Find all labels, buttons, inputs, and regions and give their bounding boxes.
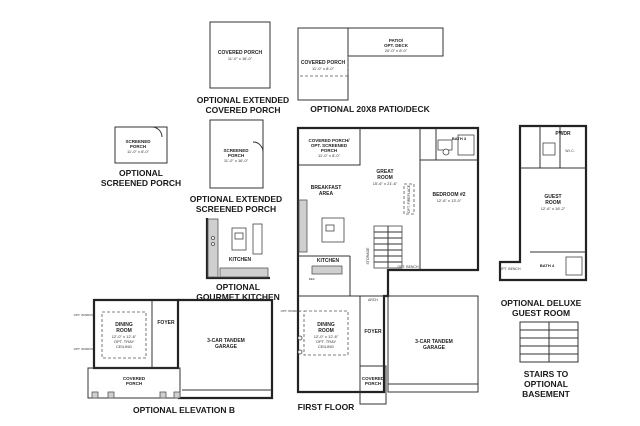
dining-main-dim-3: CEILING bbox=[318, 344, 334, 349]
pwdr-label: PWDR bbox=[555, 131, 571, 137]
caption-first-floor: FIRST FLOOR bbox=[298, 402, 355, 412]
bath4-label: BATH 4 bbox=[540, 263, 555, 268]
covered-porch-main-label-1: COVERED bbox=[362, 376, 385, 381]
arch-note: ARCH bbox=[368, 298, 378, 302]
dining-main-label-2: ROOM bbox=[318, 328, 334, 334]
covered-porch-opt-label-1: COVERED PORCH/ bbox=[308, 138, 350, 143]
wic-note: W.I.C. bbox=[565, 149, 575, 153]
dining-b-label-1: DINING bbox=[115, 322, 133, 328]
dining-main-dim-1: 12'-0" x 12'-6" bbox=[314, 334, 339, 339]
screened-porch-label-2: PORCH bbox=[130, 144, 146, 149]
dining-b-dim-3: CEILING bbox=[116, 344, 132, 349]
patio-covered-porch-dim: 11'-0" x 8'-0" bbox=[312, 66, 335, 71]
opt-window-note-b2: OPT. WINDOW bbox=[74, 347, 95, 351]
caption-gourmet-kitchen-1: OPTIONAL bbox=[216, 282, 260, 292]
patio-covered-porch-label: COVERED PORCH bbox=[301, 60, 346, 66]
covered-porch-opt-label-3: PORCH bbox=[321, 148, 337, 153]
ext-screened-porch-label-2: PORCH bbox=[228, 153, 244, 158]
garage-b-label-2: GARAGE bbox=[215, 344, 238, 350]
opt-bench-note: OPT. BENCH bbox=[397, 265, 418, 269]
elevation-b-plan: OPT. WINDOW OPT. WINDOW DINING ROOM 12'-… bbox=[74, 298, 274, 400]
caption-screened-porch-1: OPTIONAL bbox=[119, 168, 163, 178]
bedroom2-dim: 12'-6" x 13'-0" bbox=[437, 198, 462, 203]
screened-porch-dim: 11'-0" x 8'-0" bbox=[127, 149, 150, 154]
deluxe-guest-room-plan: PWDR W.I.C. GUEST ROOM 12'-6" x 16'-2" B… bbox=[498, 124, 588, 282]
guest-room-label-1: GUEST bbox=[544, 194, 561, 200]
opt-window-note-b1: OPT. WINDOW bbox=[74, 313, 95, 317]
breakfast-label-1: BREAKFAST bbox=[311, 185, 342, 191]
screened-porch-plan: SCREENED PORCH 11'-0" x 8'-0" bbox=[114, 126, 168, 164]
caption-deluxe-guest-2: GUEST ROOM bbox=[512, 308, 570, 318]
ref-note: REF. bbox=[309, 277, 316, 281]
garage-b-label-1: 3-CAR TANDEM bbox=[207, 338, 245, 344]
screened-porch-label-1: SCREENED bbox=[125, 139, 151, 144]
covered-porch-main-label-2: PORCH bbox=[365, 381, 381, 386]
patio-deck-label-1: PATIO/ bbox=[389, 38, 404, 43]
dining-b-label-2: ROOM bbox=[116, 328, 132, 334]
covered-porch-b-label-1: COVERED bbox=[123, 376, 146, 381]
opt-window-note-main: OPT. WINDOW bbox=[281, 309, 302, 313]
caption-screened-porch-2: SCREENED PORCH bbox=[101, 178, 181, 188]
dining-b-dim-2: OPT. TRAY bbox=[114, 339, 135, 344]
opt-fireplace-note: OPT. FIREPLACE bbox=[407, 184, 411, 213]
gourmet-kitchen-label: KITCHEN bbox=[229, 257, 252, 263]
great-room-dim: 15'-6" x 21'-6" bbox=[373, 181, 398, 186]
covered-porch-opt-dim: 11'-0" x 8'-0" bbox=[318, 153, 341, 158]
ext-screened-porch-plan: SCREENED PORCH 11'-0" x 16'-0" bbox=[209, 119, 264, 189]
dining-b-dim-1: 12'-0" x 12'-6" bbox=[112, 334, 137, 339]
foyer-b-label: FOYER bbox=[157, 320, 175, 326]
caption-ext-screened-porch-2: SCREENED PORCH bbox=[196, 204, 276, 214]
caption-stairs-2: OPTIONAL bbox=[524, 379, 568, 389]
basement-stairs-plan bbox=[519, 321, 579, 363]
guest-room-dim: 12'-6" x 16'-2" bbox=[541, 206, 566, 211]
covered-porch-opt-label-2: OPT. SCREENED bbox=[311, 143, 348, 148]
breakfast-label-2: AREA bbox=[319, 191, 334, 197]
kitchen-label: KITCHEN bbox=[317, 258, 340, 264]
dining-main-label-1: DINING bbox=[317, 322, 335, 328]
garage-main-label-1: 3-CAR TANDEM bbox=[415, 339, 453, 345]
caption-patio-deck: OPTIONAL 20X8 PATIO/DECK bbox=[310, 104, 430, 114]
covered-porch-b-label-2: PORCH bbox=[126, 381, 142, 386]
caption-stairs-1: STAIRS TO bbox=[524, 369, 569, 379]
ext-screened-porch-dim: 11'-0" x 16'-0" bbox=[224, 158, 249, 163]
great-room-label-2: ROOM bbox=[377, 175, 393, 181]
caption-deluxe-guest-1: OPTIONAL DELUXE bbox=[501, 298, 582, 308]
caption-ext-covered-porch-2: COVERED PORCH bbox=[205, 105, 280, 115]
foyer-main-label: FOYER bbox=[364, 329, 382, 335]
guest-room-label-2: ROOM bbox=[545, 200, 561, 206]
ext-screened-porch-label-1: SCREENED bbox=[223, 148, 249, 153]
patio-deck-dim: 20'-0" x 8'-0" bbox=[385, 48, 408, 53]
great-room-label-1: GREAT bbox=[376, 169, 393, 175]
ext-covered-porch-dim: 11'-0" x 16'-0" bbox=[228, 56, 253, 61]
bedroom2-label: BEDROOM #2 bbox=[432, 192, 465, 198]
storage-note: STORAGE bbox=[366, 247, 370, 265]
garage-main-label-2: GARAGE bbox=[423, 345, 446, 351]
gourmet-kitchen-plan: KITCHEN bbox=[205, 218, 270, 280]
ext-covered-porch-plan: COVERED PORCH 11'-0" x 16'-0" bbox=[209, 21, 271, 89]
caption-elevation-b: OPTIONAL ELEVATION B bbox=[133, 405, 235, 415]
patio-deck-label-2: OPT. DECK bbox=[384, 43, 409, 48]
caption-stairs-3: BASEMENT bbox=[522, 389, 571, 399]
opt-bench-note-guest: OPT. BENCH bbox=[499, 267, 520, 271]
first-floor-plan: COVERED PORCH/ OPT. SCREENED PORCH 11'-0… bbox=[281, 126, 480, 405]
bath3-label: BATH 3 bbox=[452, 136, 467, 141]
ext-covered-porch-label: COVERED PORCH bbox=[218, 50, 263, 56]
caption-gourmet-kitchen-2: GOURMET KITCHEN bbox=[196, 292, 280, 302]
caption-ext-screened-porch-1: OPTIONAL EXTENDED bbox=[190, 194, 282, 204]
caption-ext-covered-porch-1: OPTIONAL EXTENDED bbox=[197, 95, 289, 105]
dining-main-dim-2: OPT. TRAY bbox=[316, 339, 337, 344]
patio-deck-plan: COVERED PORCH 11'-0" x 8'-0" PATIO/ OPT.… bbox=[297, 27, 444, 101]
